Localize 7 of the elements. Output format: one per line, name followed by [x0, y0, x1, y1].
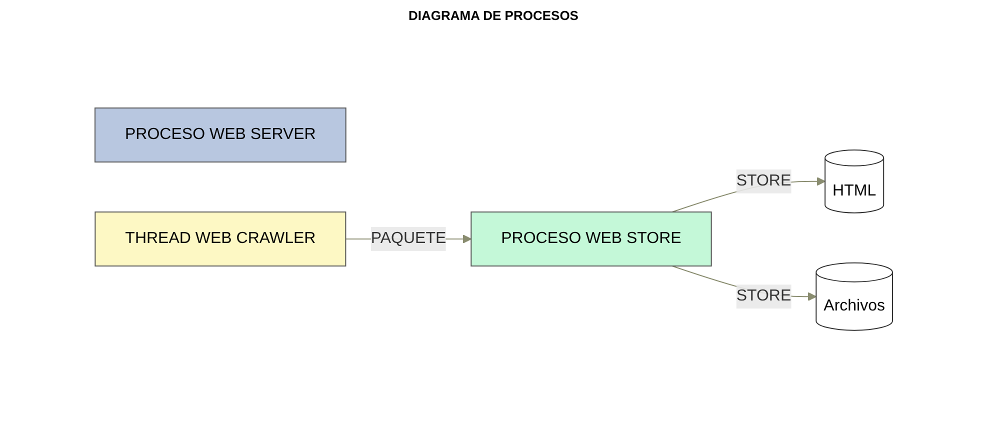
edge-label: STORE — [736, 172, 791, 190]
edge-label: PAQUETE — [370, 230, 446, 248]
node-box: PROCESO WEB STORE — [470, 212, 712, 267]
edge-label: STORE — [736, 288, 791, 305]
node-box: PROCESO WEB SERVER — [94, 108, 346, 163]
diagram-title: DIAGRAMA DE PROCESOS — [408, 8, 580, 23]
node-box: THREAD WEB CRAWLER — [94, 212, 346, 267]
